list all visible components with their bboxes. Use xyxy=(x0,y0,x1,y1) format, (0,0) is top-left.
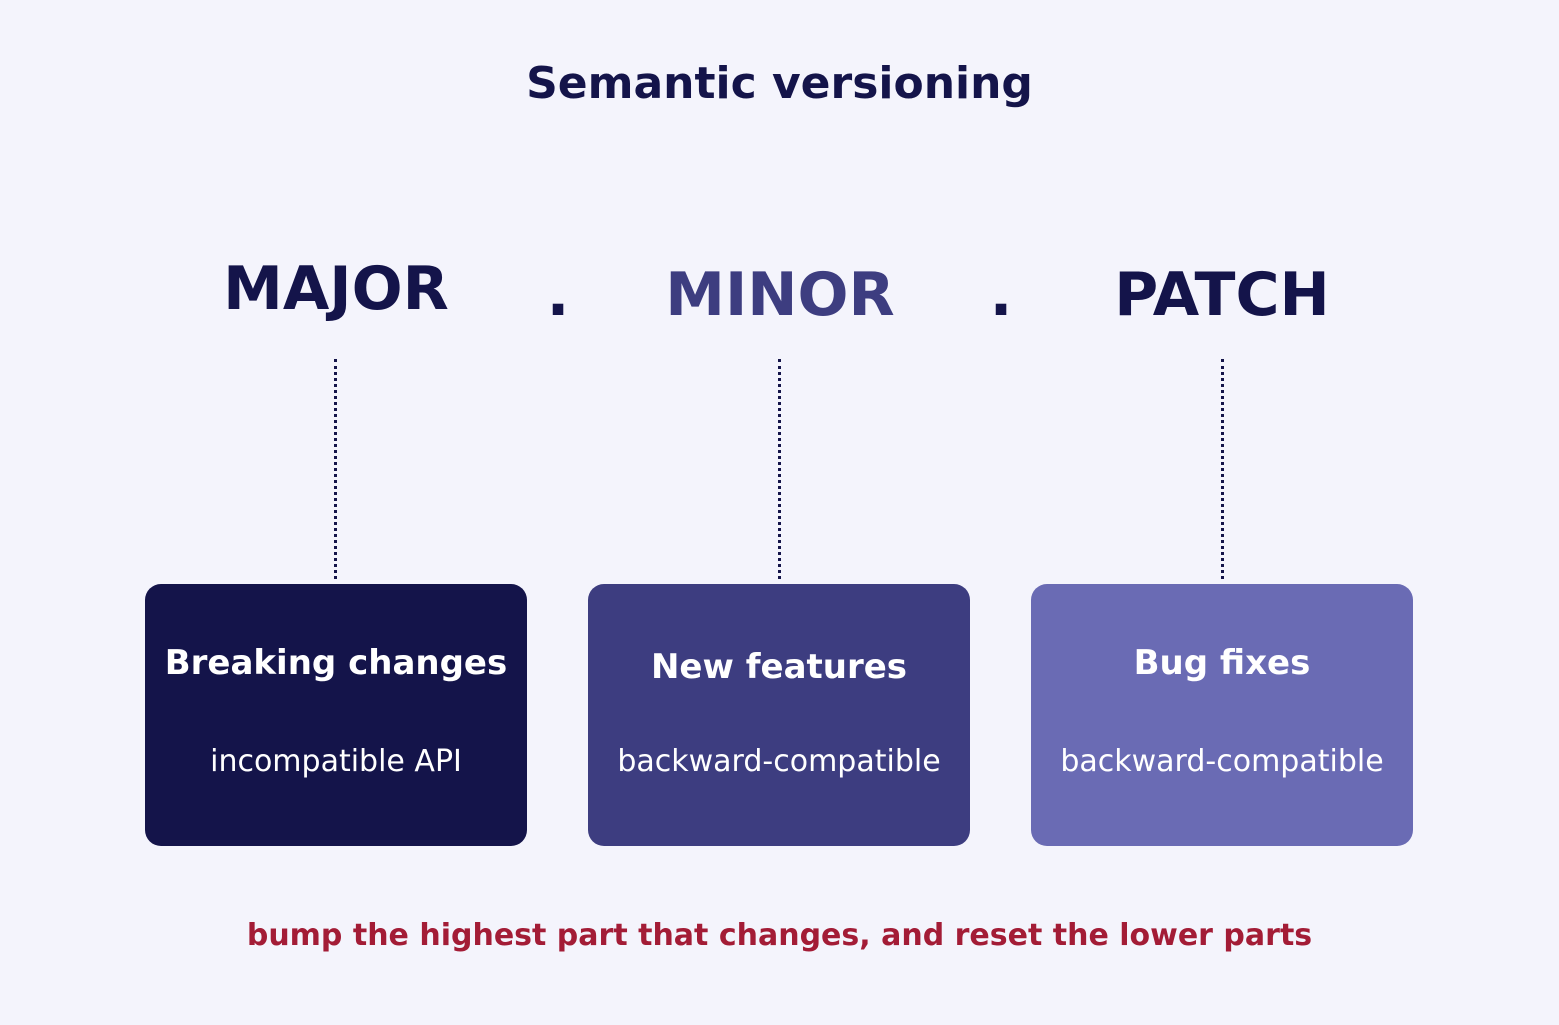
major-box-heading: Breaking changes xyxy=(164,643,508,683)
separator-dot-1: . xyxy=(546,260,570,330)
separator-dot-2: . xyxy=(989,260,1013,330)
patch-box: Bug fixes backward-compatible xyxy=(1031,584,1413,846)
patch-box-description: backward-compatible xyxy=(1060,744,1384,779)
diagram-title: Semantic versioning xyxy=(526,58,1033,109)
major-label: MAJOR xyxy=(223,254,449,324)
minor-connector xyxy=(778,359,781,579)
major-box-description: incompatible API xyxy=(210,744,462,779)
minor-box-heading: New features xyxy=(650,647,908,687)
patch-label: PATCH xyxy=(1114,260,1330,330)
minor-label: MINOR xyxy=(665,260,895,330)
major-connector xyxy=(334,359,337,579)
minor-box: New features backward-compatible xyxy=(588,584,970,846)
patch-connector xyxy=(1221,359,1224,579)
major-box: Breaking changes incompatible API xyxy=(145,584,527,846)
patch-box-heading: Bug fixes xyxy=(1133,643,1311,683)
footer-note: bump the highest part that changes, and … xyxy=(246,918,1313,953)
minor-box-description: backward-compatible xyxy=(617,744,941,779)
